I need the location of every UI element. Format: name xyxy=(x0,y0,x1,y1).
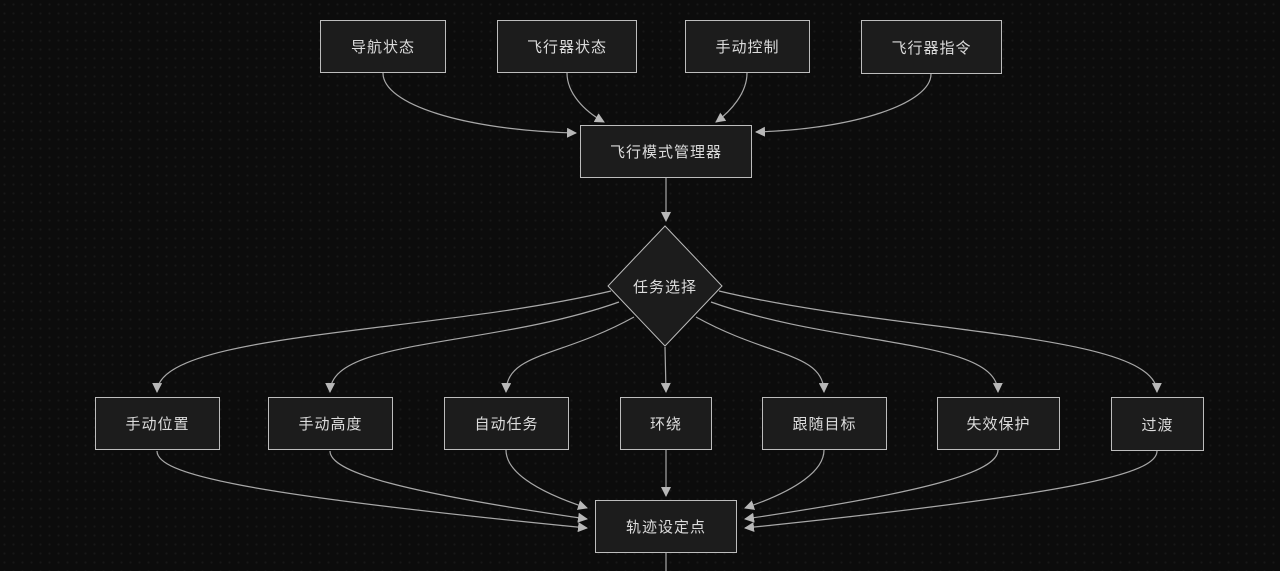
edge-manual-altitude-to-setpoint xyxy=(329,450,588,523)
edge-decision-to-transition xyxy=(718,290,1162,393)
node-nav-state-label: 导航状态 xyxy=(350,39,415,56)
edge-failsafe-to-setpoint xyxy=(744,449,999,523)
edge-decision-to-follow-target xyxy=(695,316,829,393)
node-follow-target: 跟随目标 xyxy=(762,397,887,450)
node-vehicle-command: 飞行器指令 xyxy=(861,20,1002,74)
node-orbit-label: 环绕 xyxy=(649,416,682,433)
node-auto-mission-label: 自动任务 xyxy=(474,416,539,433)
edge-manual-control-to-manager xyxy=(715,72,748,123)
edge-vehicle-state-to-manager xyxy=(566,72,605,123)
edge-vehicle-command-to-manager xyxy=(755,73,932,137)
node-transition: 过渡 xyxy=(1111,397,1204,451)
node-manual-altitude: 手动高度 xyxy=(268,397,393,450)
node-follow-target-label: 跟随目标 xyxy=(792,416,857,433)
edge-decision-to-manual-altitude xyxy=(325,301,620,393)
edge-decision-to-manual-position xyxy=(152,290,612,393)
node-flight-mode-manager: 飞行模式管理器 xyxy=(580,125,752,178)
node-vehicle-state: 飞行器状态 xyxy=(497,20,637,73)
node-failsafe: 失效保护 xyxy=(937,397,1060,450)
edge-nav-state-to-manager xyxy=(382,72,577,138)
node-manual-control-label: 手动控制 xyxy=(715,39,780,56)
edge-decision-to-failsafe xyxy=(710,301,1003,393)
node-vehicle-command-label: 飞行器指令 xyxy=(891,39,972,57)
node-orbit: 环绕 xyxy=(620,397,712,450)
node-manual-position: 手动位置 xyxy=(95,397,220,450)
decision-diamond-shape xyxy=(607,225,723,347)
node-auto-mission: 自动任务 xyxy=(444,397,569,450)
edge-decision-to-orbit xyxy=(660,346,671,393)
node-failsafe-label: 失效保护 xyxy=(966,416,1031,433)
node-manual-altitude-label: 手动高度 xyxy=(298,416,363,433)
node-manual-control: 手动控制 xyxy=(685,20,810,73)
edge-decision-to-auto-mission xyxy=(501,316,635,393)
node-task-selection-label: 任务选择 xyxy=(632,278,697,296)
edge-auto-mission-to-setpoint xyxy=(505,449,588,510)
node-trajectory-setpoint: 轨迹设定点 xyxy=(595,500,737,553)
edge-follow-target-to-setpoint xyxy=(744,449,825,510)
edge-manual-position-to-setpoint xyxy=(156,450,588,533)
node-trajectory-setpoint-label: 轨迹设定点 xyxy=(625,519,706,536)
node-manual-position-label: 手动位置 xyxy=(125,416,190,433)
node-flight-mode-manager-label: 飞行模式管理器 xyxy=(609,144,722,161)
edge-transition-to-setpoint xyxy=(744,450,1158,533)
node-task-selection: 任务选择 xyxy=(608,271,722,301)
node-transition-label: 过渡 xyxy=(1141,416,1174,434)
node-vehicle-state-label: 飞行器状态 xyxy=(526,39,607,56)
node-nav-state: 导航状态 xyxy=(320,20,446,73)
